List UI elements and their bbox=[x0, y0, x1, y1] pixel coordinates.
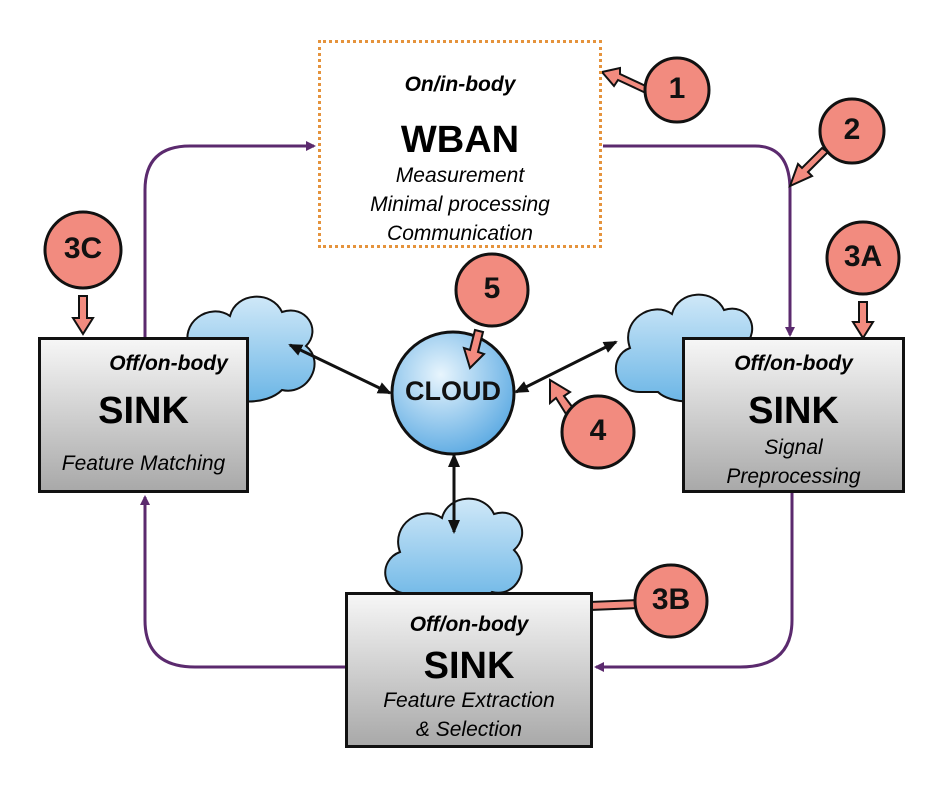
badge-4 bbox=[560, 394, 636, 470]
sink-right: Off/on-body SINK Signal Preprocessing bbox=[682, 337, 905, 493]
badge-1-label: 1 bbox=[668, 72, 686, 105]
wban-node: On/in-body WBAN Measurement Minimal proc… bbox=[318, 40, 602, 248]
wban-line-processing: Minimal processing bbox=[370, 193, 550, 216]
badge-3b-label: 3B bbox=[651, 583, 691, 616]
sink-left: Off/on-body SINK Feature Matching bbox=[38, 337, 249, 493]
wban-subtitle: On/in-body bbox=[404, 73, 516, 96]
wban-line-communication: Communication bbox=[387, 222, 533, 245]
badge-1 bbox=[643, 56, 711, 124]
badge-5 bbox=[454, 252, 530, 328]
sink-bottom-subtitle: Off/on-body bbox=[409, 613, 529, 636]
link-cloud-left bbox=[288, 343, 392, 395]
flow-left-sink-to-wban bbox=[143, 141, 316, 337]
pointer-1 bbox=[600, 66, 652, 96]
badge-2 bbox=[818, 97, 886, 165]
sink-bottom-line-2: & Selection bbox=[415, 718, 523, 741]
sink-left-subtitle: Off/on-body bbox=[109, 352, 228, 375]
sink-right-line-1: Signal bbox=[764, 436, 823, 459]
badge-3c-label: 3C bbox=[63, 232, 103, 265]
cloud-label: CLOUD bbox=[405, 376, 501, 406]
badge-5-label: 5 bbox=[483, 272, 501, 305]
wban-title: WBAN bbox=[400, 119, 520, 161]
badge-3a-label: 3A bbox=[843, 240, 883, 273]
badge-3b bbox=[633, 563, 709, 639]
badges bbox=[43, 56, 901, 639]
badge-pointers bbox=[71, 66, 875, 618]
sink-left-title: SINK bbox=[98, 390, 189, 432]
pointer-5 bbox=[462, 328, 486, 370]
badge-3a bbox=[825, 220, 901, 296]
flow-wban-to-right-sink bbox=[603, 144, 795, 337]
badge-2-label: 2 bbox=[843, 113, 861, 146]
link-cloud-right bbox=[514, 340, 618, 394]
pointer-3c bbox=[71, 295, 95, 336]
pointer-2 bbox=[788, 146, 830, 188]
flow-bottom-sink-to-left-sink bbox=[140, 495, 346, 669]
flow-right-sink-to-bottom-sink bbox=[594, 492, 794, 672]
sink-right-subtitle: Off/on-body bbox=[734, 352, 853, 375]
badge-3c bbox=[43, 210, 123, 290]
sink-bottom: Off/on-body SINK Feature Extraction & Se… bbox=[345, 592, 593, 748]
sink-bottom-title: SINK bbox=[423, 645, 515, 687]
sink-right-title: SINK bbox=[748, 390, 839, 432]
sink-right-line-2: Preprocessing bbox=[726, 465, 861, 488]
flow-paths bbox=[140, 141, 795, 672]
cloud-links bbox=[288, 340, 618, 534]
pointer-4 bbox=[549, 378, 575, 416]
pointer-3a bbox=[851, 301, 875, 340]
cloud-node bbox=[390, 330, 516, 456]
sink-left-line: Feature Matching bbox=[61, 452, 226, 475]
badge-4-label: 4 bbox=[589, 414, 607, 447]
sink-bottom-line-1: Feature Extraction bbox=[383, 689, 555, 712]
wban-line-measurement: Measurement bbox=[395, 164, 525, 187]
